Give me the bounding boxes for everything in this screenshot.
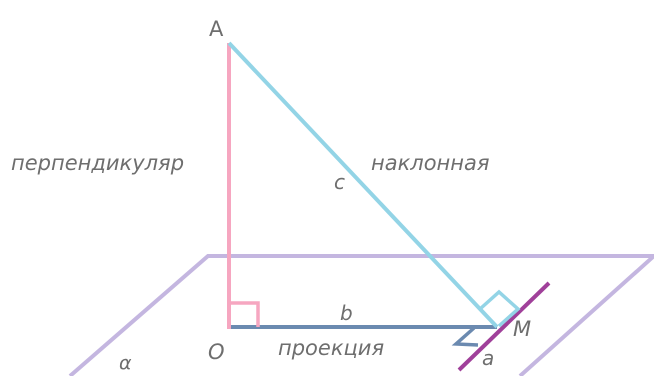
label-point-o: O [208,340,225,364]
label-oblique: наклонная [371,151,490,175]
label-point-m: M [513,317,531,341]
label-side-b: b [340,301,353,325]
label-point-a: A [209,17,224,41]
right-angle-marker-o [231,301,260,327]
label-projection: проекция [278,336,384,360]
line-a [457,281,551,372]
label-perpendicular: перпендикуляр [11,151,184,175]
right-angle-marker-oblique-a [478,289,521,328]
right-angle-marker-projection-a [451,326,479,347]
label-plane-alpha: α [119,352,132,374]
label-side-c: c [334,170,345,194]
oblique-segment-am [227,41,499,329]
label-line-a: a [482,346,494,370]
